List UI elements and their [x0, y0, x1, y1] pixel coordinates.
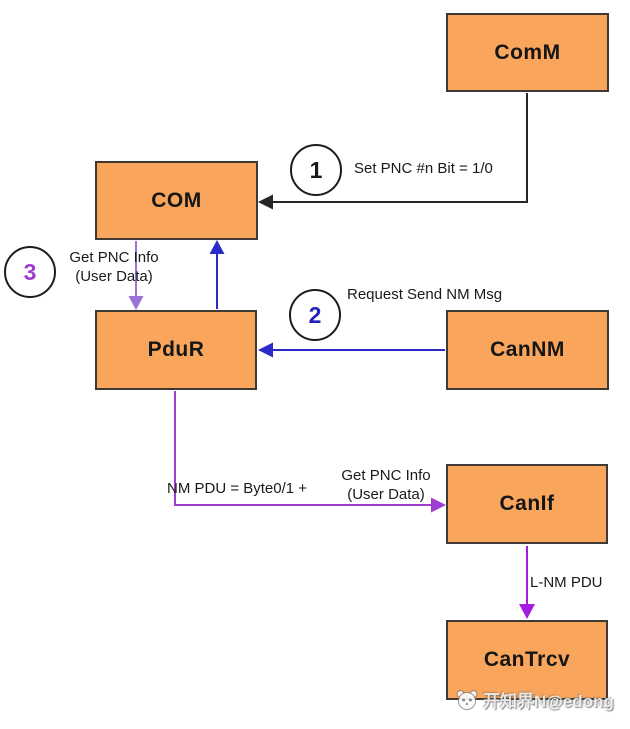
step-badge-3-number: 3	[23, 258, 37, 285]
arrowhead-up-com	[209, 240, 225, 254]
box-canif-label: CanIf	[499, 492, 555, 515]
label-l-nm-pdu: L-NM PDU	[530, 574, 603, 591]
box-pdur-label: PduR	[147, 338, 205, 361]
box-cantrcv-label: CanTrcv	[483, 648, 571, 671]
label-get-pnc-info-step3: Get PNC Info (User Data)	[58, 248, 170, 286]
arrowhead-down-pdur	[128, 296, 144, 310]
box-com-label: COM	[151, 188, 202, 212]
label-get-pnc-info-canif-line1: Get PNC Info	[341, 467, 431, 484]
arrowhead-left-pdur	[258, 342, 273, 358]
label-set-pnc-bit: Set PNC #n Bit = 1/0	[354, 160, 493, 177]
step-badge-1: 1	[290, 144, 342, 196]
step-badge-3: 3	[4, 246, 56, 298]
box-cannm: CanNM	[446, 310, 609, 390]
box-pdur: PduR	[95, 310, 257, 390]
box-comm: ComM	[446, 13, 609, 92]
watermark-text: 开知界N@edong	[483, 692, 614, 711]
step-badge-2: 2	[289, 289, 341, 341]
box-comm-label: ComM	[494, 40, 561, 64]
box-canif: CanIf	[446, 464, 608, 544]
panda-icon	[456, 689, 478, 710]
watermark: 开知界N@edong	[455, 687, 614, 712]
label-nm-pdu-byte: NM PDU = Byte0/1 +	[167, 480, 308, 497]
label-get-pnc-info-step3-line2: (User Data)	[75, 268, 153, 285]
label-request-send-nm: Request Send NM Msg	[347, 286, 503, 303]
box-cannm-label: CanNM	[490, 338, 565, 361]
box-cantrcv: CanTrcv	[446, 620, 608, 700]
step-badge-2-number: 2	[308, 301, 322, 328]
step-badge-1-number: 1	[309, 156, 323, 183]
label-get-pnc-info-canif-line2: (User Data)	[347, 486, 425, 503]
box-com: COM	[95, 161, 258, 240]
arrowhead-left-com	[258, 194, 273, 210]
label-get-pnc-info-canif: Get PNC Info (User Data)	[332, 466, 440, 504]
arrowhead-down-cantrcv	[519, 604, 535, 619]
label-get-pnc-info-step3-line1: Get PNC Info	[69, 249, 159, 266]
